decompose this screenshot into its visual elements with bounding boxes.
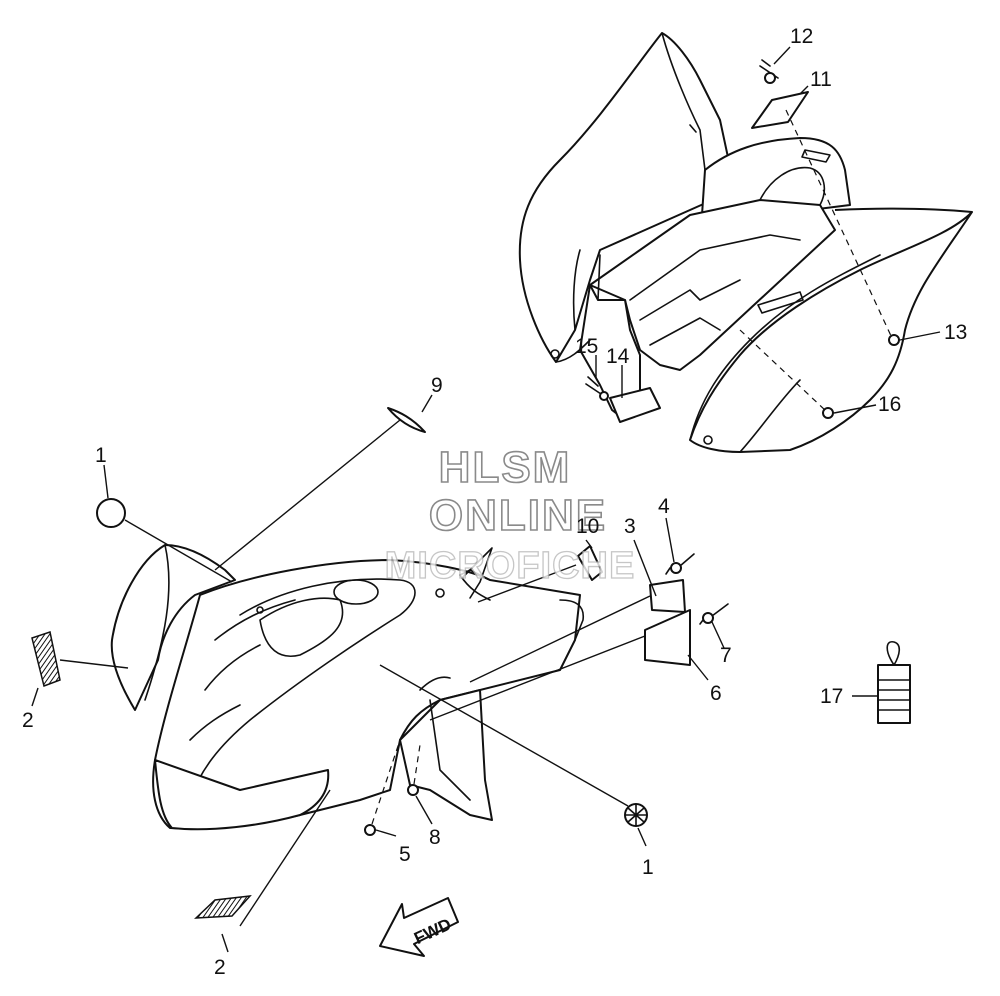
leader-lines [31, 46, 941, 953]
callout-16: 16 [878, 393, 901, 416]
callout-11: 11 [810, 68, 832, 91]
part-17-tag [877, 641, 911, 724]
part-11-label [751, 91, 809, 129]
callout-9: 9 [431, 374, 443, 397]
part-6-plate [644, 609, 691, 666]
callout-17: 17 [820, 685, 843, 708]
watermark: HLSM ONLINE MICROFICHE [384, 442, 636, 587]
front-fender [110, 544, 585, 831]
callout-5: 5 [399, 843, 411, 866]
part-16-grommet [822, 407, 834, 419]
part-8-grommet [407, 784, 419, 796]
callout-2-bottom: 2 [214, 956, 226, 979]
watermark-line-1: HLSM [439, 443, 572, 492]
part-12-rivet [759, 59, 779, 84]
part-1-emblem-bottom [624, 803, 648, 827]
fwd-arrow: FWD [379, 897, 459, 957]
part-13-grommet [888, 334, 900, 346]
part-1-emblem-top [96, 498, 126, 528]
callout-7: 7 [720, 644, 732, 667]
callout-14: 14 [606, 345, 630, 368]
callout-labels: 12 11 13 16 15 14 9 1 2 2 1 5 8 10 3 4 7… [22, 25, 967, 979]
callout-4: 4 [658, 495, 670, 518]
watermark-line-3: MICROFICHE [385, 545, 636, 587]
callout-1-bottom: 1 [642, 856, 654, 879]
part-4-screw [665, 553, 695, 575]
watermark-line-2: ONLINE [429, 491, 607, 540]
part-2-reflector-left [31, 631, 61, 687]
part-9-label [387, 407, 426, 433]
part-10-label [577, 545, 603, 581]
rear-fender [518, 32, 973, 453]
part-5-grommet [364, 824, 376, 836]
callout-13: 13 [944, 321, 967, 344]
part-15-rivet [585, 376, 609, 401]
part-7-screw [699, 603, 729, 625]
callout-10: 10 [576, 515, 599, 538]
callout-15: 15 [575, 335, 598, 358]
callout-1-top: 1 [95, 444, 107, 467]
callout-8: 8 [429, 826, 441, 849]
callout-2-left: 2 [22, 709, 34, 732]
callout-12: 12 [790, 25, 813, 48]
callout-3: 3 [624, 515, 636, 538]
callout-6: 6 [710, 682, 722, 705]
part-2-reflector-bottom [193, 895, 252, 919]
